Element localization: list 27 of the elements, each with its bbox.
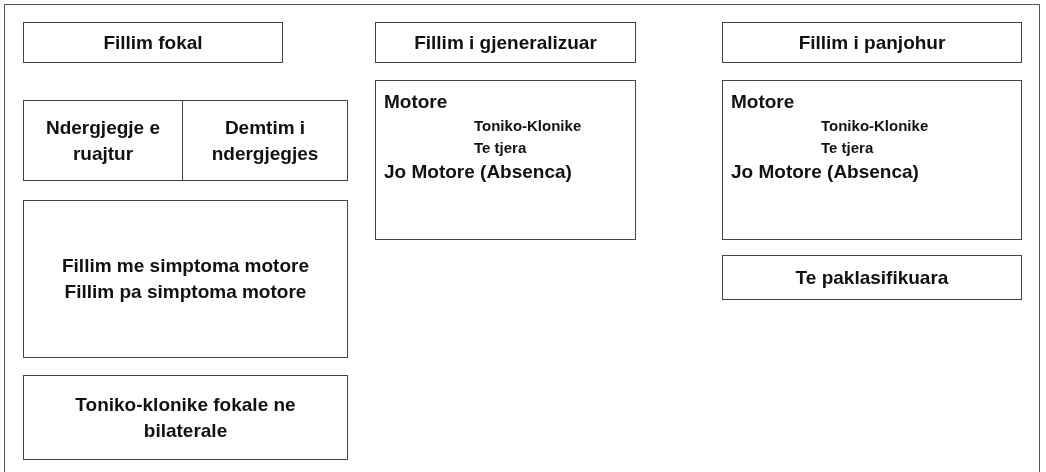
category-box (23, 200, 348, 358)
box-label: Demtim i ndergjegjes (210, 115, 320, 166)
category-box (722, 80, 1022, 240)
type-label: Motore (731, 90, 795, 114)
type-label: Jo Motore (Absenca) (384, 160, 572, 184)
category-box (375, 80, 636, 240)
subtype-label: Toniko-Klonike (820, 116, 929, 136)
category-box (722, 255, 1022, 300)
box-label: Ndergjegje e ruajtur (44, 115, 161, 166)
box-label: Fillim fokal (103, 30, 203, 55)
heading-box (23, 22, 283, 63)
box-label: Fillim i panjohur (798, 30, 946, 55)
type-label: Jo Motore (Absenca) (731, 160, 919, 184)
category-box (23, 100, 183, 181)
category-box (23, 375, 348, 460)
box-label: Te paklasifikuara (795, 265, 949, 290)
heading-box (722, 22, 1022, 63)
box-label: Fillim pa simptoma motore (64, 280, 307, 304)
category-box (182, 100, 348, 181)
box-label: Toniko-klonike fokale ne bilaterale (74, 392, 297, 443)
subtype-label: Te tjera (473, 138, 527, 158)
box-label: Fillim i gjeneralizuar (414, 30, 597, 55)
box-label: Fillim me simptoma motore (61, 254, 309, 278)
type-label: Motore (384, 90, 448, 114)
heading-box (375, 22, 636, 63)
subtype-label: Te tjera (820, 138, 874, 158)
subtype-label: Toniko-Klonike (473, 116, 582, 136)
